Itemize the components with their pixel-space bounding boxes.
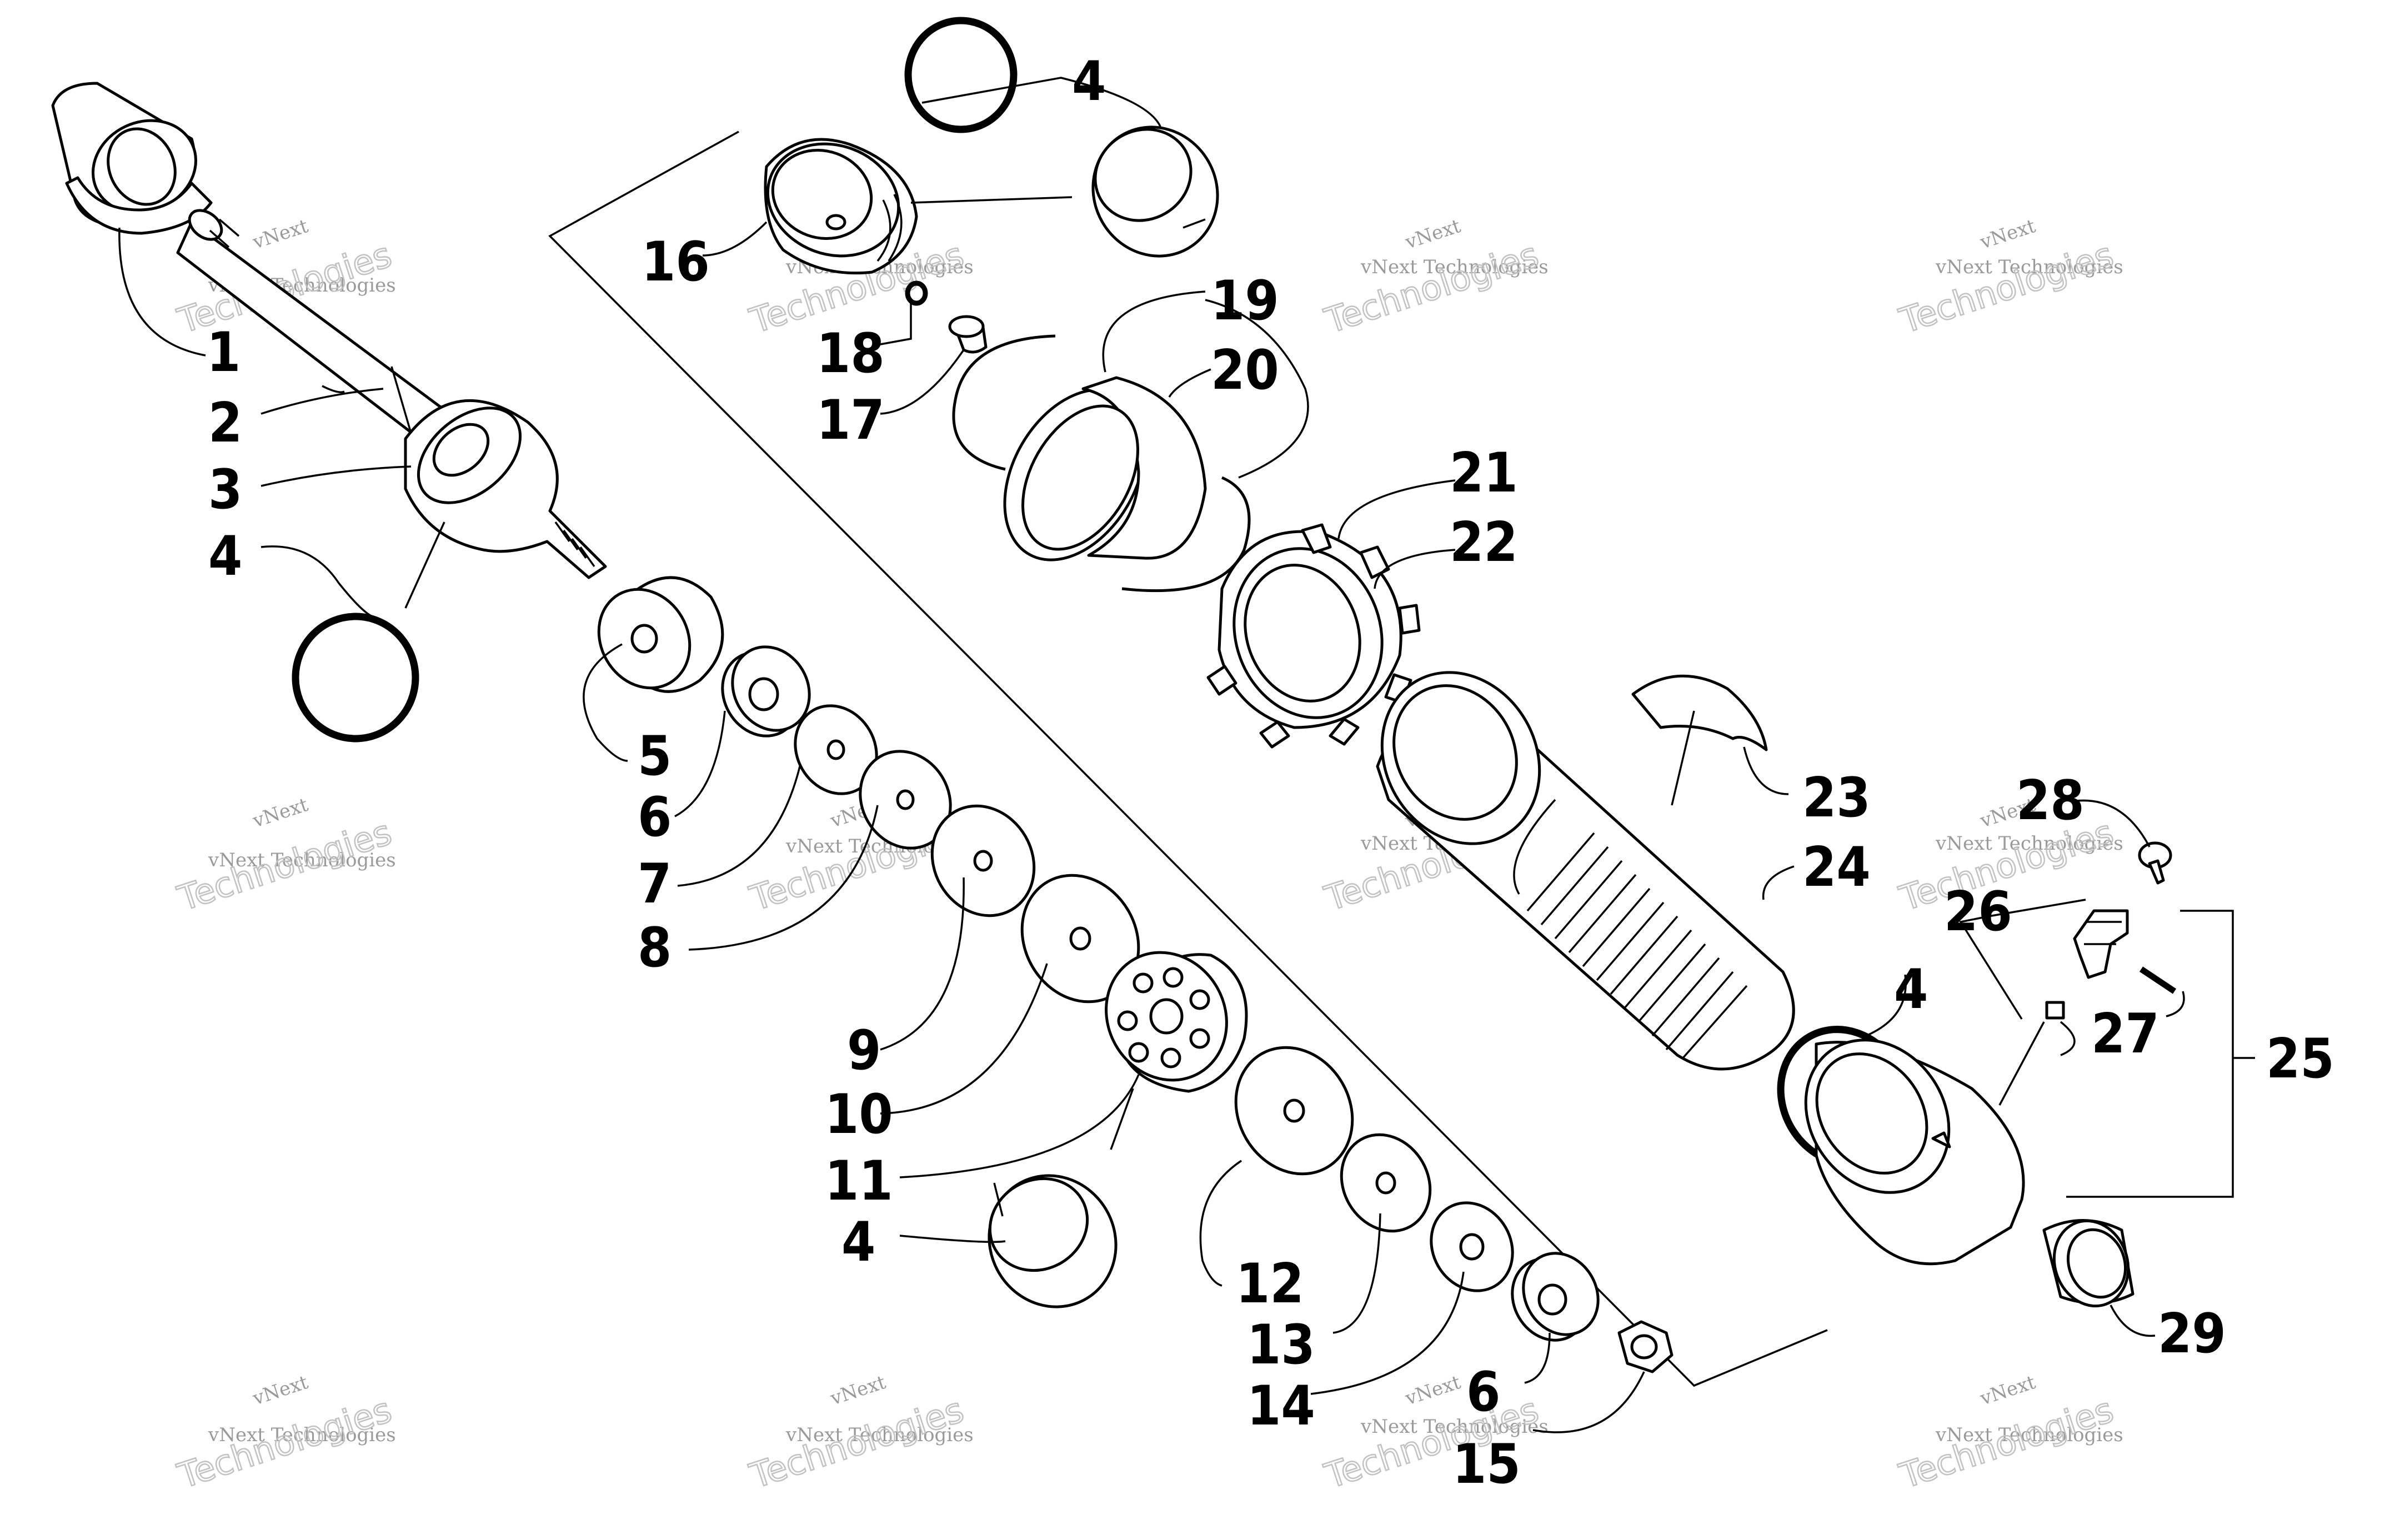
svg-text:vNext: vNext bbox=[1977, 1371, 2038, 1410]
callout-6b: 6 bbox=[1466, 1361, 1500, 1424]
watermark-9: vNext vNext Technologies Technologies bbox=[172, 1371, 397, 1497]
watermark-12: vNext vNext Technologies Technologies bbox=[1894, 1371, 2123, 1497]
part-6-washer-lower bbox=[1511, 1252, 1600, 1342]
svg-text:vNext Technologies: vNext Technologies bbox=[1360, 256, 1549, 278]
svg-text:vNext: vNext bbox=[1402, 1371, 1464, 1410]
part-1-eye-mount bbox=[51, 82, 213, 235]
svg-text:Technologies: Technologies bbox=[1895, 234, 2118, 342]
part-14-washer bbox=[1430, 1201, 1514, 1292]
callout-29: 29 bbox=[2158, 1302, 2226, 1366]
part-7-shim bbox=[794, 704, 878, 795]
part-6-washer bbox=[721, 645, 811, 738]
part-3-shaft-housing bbox=[404, 399, 607, 579]
callout-2: 2 bbox=[208, 392, 242, 455]
callout-14: 14 bbox=[1247, 1375, 1315, 1438]
watermark-4: vNext vNext Technologies Technologies bbox=[1894, 215, 2123, 342]
callout-10: 10 bbox=[825, 1083, 893, 1146]
svg-text:vNext Technologies: vNext Technologies bbox=[785, 1424, 974, 1446]
callout-26: 26 bbox=[1944, 880, 2012, 944]
watermark-5: vNext vNext Technologies Technologies bbox=[172, 794, 397, 920]
part-16-seal-head bbox=[764, 138, 918, 275]
part-15-nut bbox=[1617, 1320, 1674, 1373]
part-8-shim bbox=[859, 750, 952, 850]
part-17-valve bbox=[948, 315, 988, 354]
part-lower-body bbox=[1804, 1039, 2025, 1266]
part-13-washer bbox=[1340, 1133, 1432, 1233]
assembly-bracket bbox=[548, 131, 1828, 1387]
callout-3: 3 bbox=[208, 458, 242, 521]
part-18-small-o-ring bbox=[905, 280, 928, 306]
part-4-o-ring-top bbox=[904, 17, 1018, 133]
callout-18: 18 bbox=[816, 322, 885, 385]
callout-7: 7 bbox=[638, 852, 672, 916]
callout-13: 13 bbox=[1247, 1313, 1315, 1377]
leader-lines bbox=[118, 77, 2185, 1433]
part-12-shim bbox=[1234, 1046, 1354, 1176]
part-28-screw bbox=[2138, 841, 2172, 885]
part-25-bracket bbox=[2066, 910, 2255, 1198]
part-9-shim bbox=[930, 804, 1036, 917]
callout-22: 22 bbox=[1450, 511, 1518, 574]
part-29-bushing bbox=[2042, 1219, 2135, 1308]
svg-text:vNext: vNext bbox=[249, 794, 311, 832]
part-11-piston bbox=[1105, 951, 1248, 1093]
svg-text:vNext: vNext bbox=[1977, 215, 2038, 254]
part-2-shaft bbox=[176, 209, 485, 468]
callout-20: 20 bbox=[1211, 339, 1279, 402]
svg-text:vNext Technologies: vNext Technologies bbox=[208, 1424, 396, 1446]
callout-28: 28 bbox=[2016, 769, 2085, 832]
part-5-bumper bbox=[597, 576, 724, 693]
callout-12: 12 bbox=[1236, 1252, 1304, 1316]
svg-text:vNext Technologies: vNext Technologies bbox=[1360, 1416, 1549, 1438]
svg-text:vNext: vNext bbox=[249, 1371, 311, 1410]
part-23-clip bbox=[1631, 674, 1768, 751]
callout-1: 1 bbox=[207, 321, 240, 384]
callout-23: 23 bbox=[1802, 766, 1871, 830]
svg-text:vNext Technologies: vNext Technologies bbox=[1935, 832, 2123, 855]
callout-24: 24 bbox=[1802, 836, 1871, 899]
part-4-wear-band-top bbox=[1091, 126, 1219, 258]
callout-11: 11 bbox=[825, 1150, 893, 1213]
callout-8: 8 bbox=[638, 916, 672, 980]
callout-4b: 4 bbox=[1072, 50, 1106, 113]
part-10-shim bbox=[1020, 874, 1140, 1004]
svg-text:Technologies: Technologies bbox=[1320, 234, 1543, 342]
callout-5: 5 bbox=[638, 725, 672, 788]
callout-6a: 6 bbox=[638, 786, 672, 849]
part-4-o-ring-left bbox=[292, 613, 419, 743]
svg-text:vNext: vNext bbox=[249, 215, 311, 254]
part-27-small-o-ring bbox=[2139, 966, 2177, 994]
callout-27: 27 bbox=[2091, 1002, 2160, 1066]
part-21-22-spring-adjuster bbox=[1206, 523, 1421, 749]
watermark-3: vNext vNext Technologies Technologies bbox=[1319, 215, 1549, 342]
callout-4a: 4 bbox=[208, 525, 242, 588]
callout-4d: 4 bbox=[841, 1211, 875, 1274]
svg-text:vNext Technologies: vNext Technologies bbox=[208, 849, 396, 871]
callout-25: 25 bbox=[2266, 1027, 2334, 1091]
part-4-wear-band-lower bbox=[988, 1174, 1118, 1308]
callout-19: 19 bbox=[1211, 269, 1279, 333]
part-20-seal-band bbox=[1003, 376, 1207, 561]
part-26-valve-fitting bbox=[2045, 909, 2129, 1020]
svg-text:vNext Technologies: vNext Technologies bbox=[1935, 256, 2123, 278]
watermark-10: vNext vNext Technologies Technologies bbox=[744, 1371, 974, 1497]
callout-17: 17 bbox=[816, 389, 885, 452]
svg-text:vNext: vNext bbox=[827, 1371, 889, 1410]
part-24-shock-body bbox=[1376, 671, 1795, 1071]
callout-15: 15 bbox=[1452, 1433, 1521, 1496]
callout-4c: 4 bbox=[1894, 958, 1928, 1021]
callout-16: 16 bbox=[642, 230, 710, 294]
svg-text:vNext Technologies: vNext Technologies bbox=[1935, 1424, 2123, 1446]
svg-text:vNext: vNext bbox=[1402, 215, 1464, 254]
callout-21: 21 bbox=[1450, 442, 1518, 505]
callout-9: 9 bbox=[847, 1019, 881, 1082]
callout-labels: 1 2 3 4 5 6 7 8 9 10 11 12 13 14 15 16 1… bbox=[207, 50, 2334, 1496]
